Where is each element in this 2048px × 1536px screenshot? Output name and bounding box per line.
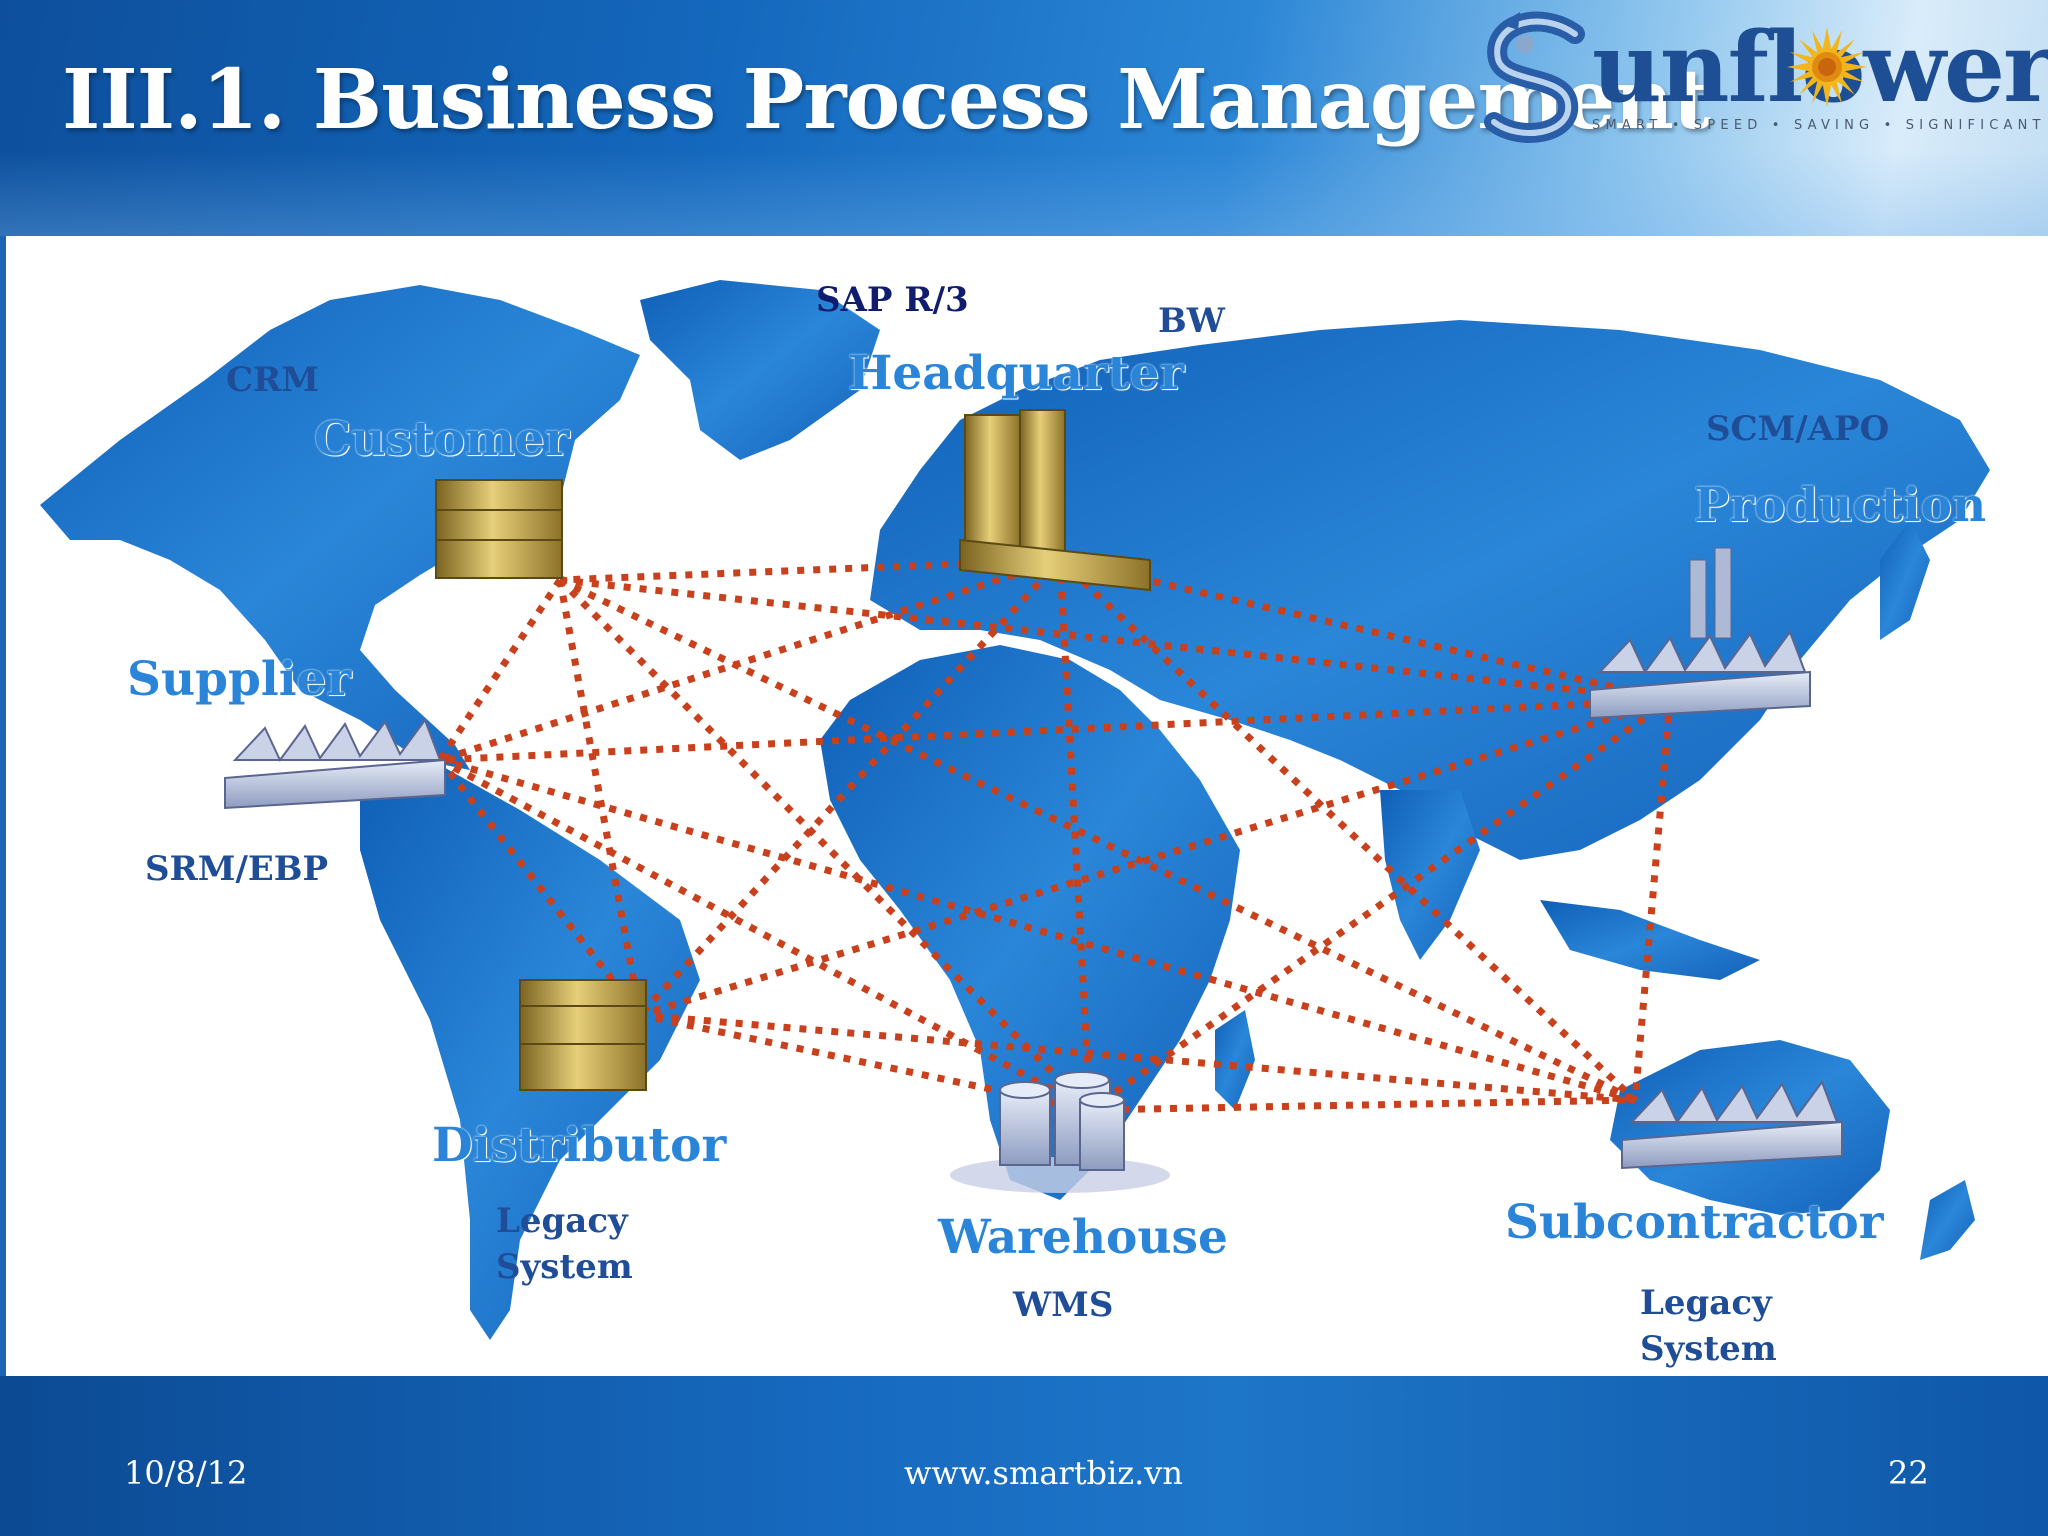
company-logo: unflower SMART • SPEED • SAVING • SIGNIF… [1480, 4, 2048, 144]
sun-flower-icon [1787, 27, 1867, 107]
footer-page-number: 22 [1888, 1454, 1929, 1492]
madagascar [1215, 1010, 1255, 1110]
warehouse-label: Warehouse [938, 1210, 1228, 1265]
sunflower-dragon-logo-icon [1484, 11, 1585, 143]
subcontractor-label: Subcontractor [1505, 1195, 1884, 1250]
connection-customer-subcontractor [558, 576, 1637, 1104]
headquarter-label: Headquarter [848, 346, 1185, 401]
connection-supplier-distributor [437, 757, 643, 1018]
footer-band [0, 1376, 2048, 1536]
connection-headquarter-subcontractor [1057, 557, 1638, 1103]
connection-customer-warehouse [557, 577, 1093, 1113]
connection-customer-supplier [437, 578, 563, 762]
connection-headquarter-distributor [637, 557, 1063, 1018]
continents [40, 280, 1990, 1340]
new-zealand [1920, 1180, 1975, 1260]
india [1380, 790, 1480, 960]
world-map-panel [6, 236, 2048, 1376]
supplier-label: Supplier [127, 652, 352, 707]
connection-supplier-warehouse [438, 756, 1092, 1114]
header-band [0, 0, 2048, 236]
connection-production-warehouse [1087, 697, 1673, 1113]
africa [820, 645, 1240, 1200]
connection-lines [437, 556, 1674, 1114]
node-headquarter-icon [959, 409, 1151, 592]
node-production-icon [1589, 547, 1811, 720]
distributor-system-label: Legacy System [496, 1201, 633, 1287]
connection-production-distributor [638, 696, 1672, 1019]
node-warehouse-icon [950, 1071, 1170, 1193]
node-subcontractor-icon [1621, 1079, 1843, 1170]
footer-url[interactable]: www.smartbiz.vn [904, 1454, 1183, 1492]
headquarter-system-label: SAP R/3 [816, 280, 969, 320]
node-distributor-icon [519, 979, 647, 1091]
production-label: Production [1694, 478, 1987, 533]
production-system-label: SCM/APO [1706, 409, 1890, 449]
world-map [40, 280, 1990, 1340]
connection-production-subcontractor [1631, 699, 1674, 1101]
connection-production-supplier [439, 696, 1671, 764]
node-customer-icon [435, 479, 563, 579]
greenland [640, 280, 880, 460]
connection-headquarter-warehouse [1056, 559, 1094, 1111]
headquarter-system2-label: BW [1158, 301, 1225, 341]
connection-customer-distributor [556, 579, 644, 1016]
page-title: III.1. Business Process Management [62, 52, 1711, 148]
customer-label: Customer [314, 412, 570, 467]
connection-distributor-subcontractor [639, 1011, 1636, 1104]
warehouse-system-label: WMS [1013, 1285, 1114, 1325]
australia [1610, 1040, 1890, 1215]
distributor-label: Distributor [432, 1118, 727, 1173]
supplier-system-label: SRM/EBP [145, 849, 329, 889]
footer-date: 10/8/12 [124, 1454, 248, 1492]
customer-system-label: CRM [226, 360, 319, 400]
subcontractor-system-label: Legacy System [1640, 1283, 1777, 1369]
logo-tagline: SMART • SPEED • SAVING • SIGNIFICANT [1592, 118, 2046, 133]
connection-customer-production [559, 576, 1671, 704]
connection-headquarter-supplier [438, 556, 1062, 764]
node-supplier-icon [224, 717, 446, 810]
japan [1880, 520, 1930, 640]
north-america [40, 285, 640, 770]
europe-asia [870, 320, 1990, 860]
connection-warehouse-subcontractor [1089, 1096, 1636, 1114]
connection-distributor-warehouse [639, 1011, 1091, 1114]
